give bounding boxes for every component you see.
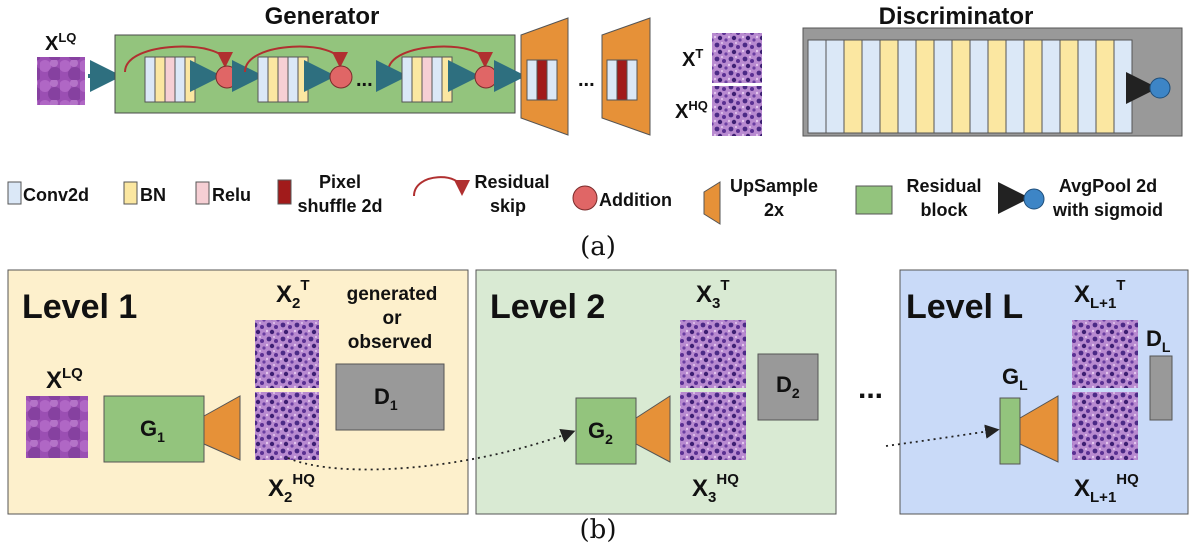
legend-pixel-shuffle: Pixel shuffle 2d [277,172,383,216]
l2-discriminator [757,353,819,421]
legend: Conv2d BN Relu Pixel shuffle 2d Residual… [7,172,1163,225]
l1-discriminator [335,363,445,431]
ll-xhq-image [1072,392,1138,460]
svg-text:Addition: Addition [599,190,672,210]
l1-xhq-image [255,392,319,460]
l2-generator [575,397,637,465]
legend-conv2d: Conv2d [7,181,89,205]
l2-xhq-label: X3HQ [692,471,739,506]
ll-generator [999,397,1021,465]
svg-text:BN: BN [140,185,166,205]
svg-text:Relu: Relu [212,185,251,205]
l1-generator-label: G1 [140,416,165,445]
residual-block-2 [244,45,353,103]
output-t-image [712,33,762,83]
ll-xhq-label: XL+1HQ [1074,471,1139,506]
legend-residual-skip: Residual skip [413,172,550,216]
ll-xt-image [1072,320,1138,388]
l2-discriminator-label: D2 [776,372,800,401]
residual-block-3 [376,45,526,103]
upsample-ellipsis: ... [578,69,595,91]
level-ellipsis: ... [858,372,883,405]
block-ellipsis: ... [356,69,373,91]
svg-text:AvgPool 2d: AvgPool 2d [1059,176,1157,196]
svg-text:Residual: Residual [474,172,549,192]
residual-block-1 [124,45,264,103]
ll-discriminator [1149,355,1173,421]
svg-text:block: block [920,200,968,220]
l1-generator [103,395,205,463]
level-2-title: Level 2 [490,288,605,326]
level-l-panel: Level L GL XL+1T XL+1HQ DL [899,269,1189,515]
legend-upsample: UpSample 2x [703,176,818,225]
l1-xt-image [255,320,319,388]
l2-xt-label: X3T [696,277,730,312]
l1-xt-label: X2T [276,277,310,312]
svg-text:UpSample: UpSample [730,176,818,196]
legend-relu: Relu [195,181,251,205]
level-2-panel: Level 2 G2 X3T X3HQ D2 [475,269,837,515]
l1-note-line2: or [383,308,403,329]
svg-text:Residual: Residual [906,176,981,196]
output-hq-image [712,86,762,136]
svg-text:Conv2d: Conv2d [23,185,89,205]
l1-discriminator-label: D1 [374,384,398,413]
l1-note-line1: generated [347,284,438,305]
upsample-block-1 [520,17,569,136]
level-1-panel: Level 1 XLQ G1 X2T X2HQ generated or obs… [7,269,469,515]
legend-residual-block: Residual block [855,176,982,220]
svg-text:skip: skip [490,196,526,216]
l2-generator-label: G2 [588,418,613,447]
svg-text:2x: 2x [764,200,784,220]
input-lq-label: XLQ [45,30,76,55]
connector-level1-to-level2 [287,429,576,471]
l1-upsample [203,395,241,461]
legend-bn: BN [123,181,166,205]
input-lq-image [37,57,85,105]
l1-xlq-image [26,396,88,458]
caption-b: (b) [580,515,617,545]
generator-title: Generator [265,3,380,30]
discriminator-block [802,27,1183,137]
l2-xhq-image [680,392,746,460]
svg-text:Pixel: Pixel [319,172,361,192]
level-l-title: Level L [906,288,1023,326]
l2-upsample [635,395,671,463]
discriminator-title: Discriminator [879,3,1034,30]
svg-text:shuffle 2d: shuffle 2d [297,196,382,216]
svg-text:with sigmoid: with sigmoid [1052,200,1163,220]
ll-generator-label: GL [1002,364,1028,393]
output-hq-label: XHQ [675,98,708,123]
level-1-title: Level 1 [22,288,137,326]
legend-avgpool: AvgPool 2d with sigmoid [998,176,1163,220]
legend-addition: Addition [572,185,672,211]
l2-xt-image [680,320,746,388]
connector-to-level-l [885,424,1000,447]
l1-xhq-label: X2HQ [268,471,315,506]
ll-discriminator-label: DL [1146,326,1171,355]
l1-note-line3: observed [348,332,432,353]
ll-upsample [1019,395,1059,463]
output-t-label: XT [682,46,703,71]
upsample-block-2 [601,17,651,136]
ll-xt-label: XL+1T [1074,277,1125,312]
caption-a: (a) [580,232,616,262]
l1-xlq-label: XLQ [46,365,83,394]
